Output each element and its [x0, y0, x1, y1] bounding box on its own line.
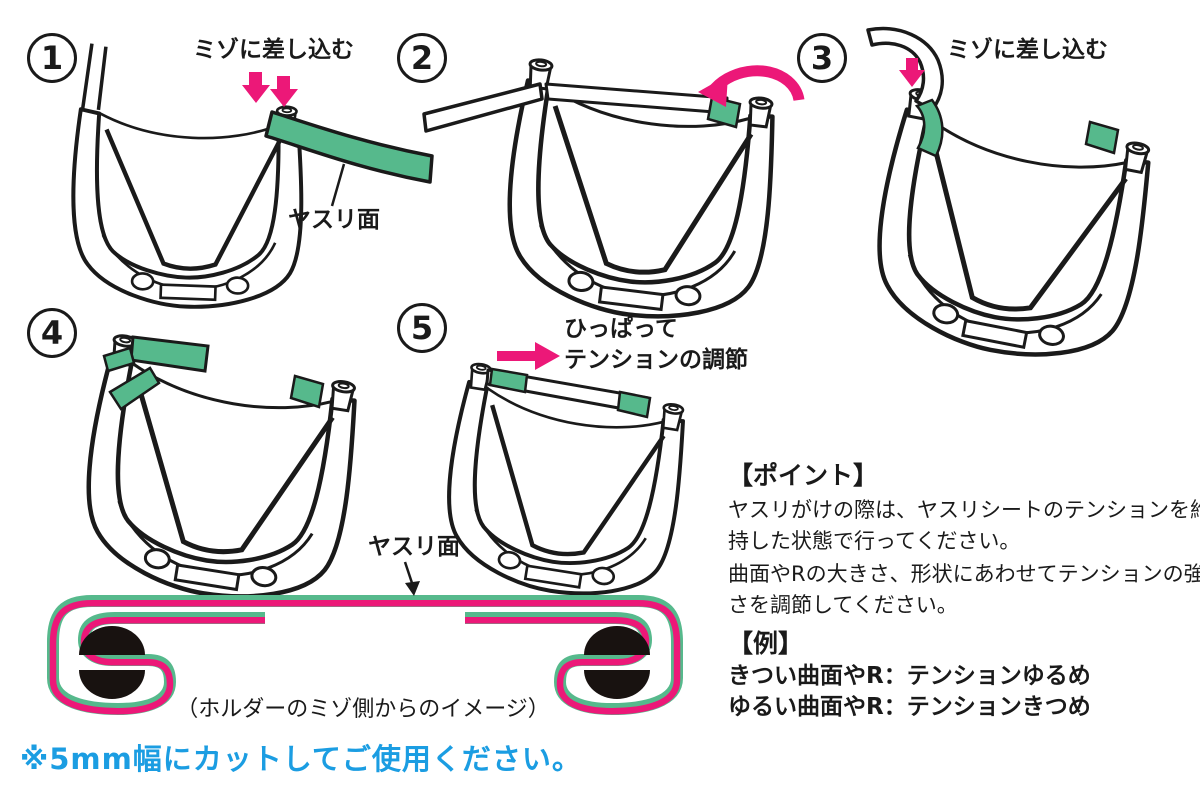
- step4-holder: [86, 334, 357, 599]
- holder-body: [877, 107, 1151, 357]
- holder-slot: [173, 563, 241, 592]
- step1-surface-label: ヤスリ面: [288, 207, 380, 233]
- holder-rim: [99, 112, 280, 140]
- holder-post: [1123, 141, 1151, 175]
- step1-insert-arrows-icon: [242, 72, 298, 107]
- holder-v-brace: [104, 128, 283, 271]
- step5-label-line2: テンションの調節: [564, 347, 748, 373]
- step-3-number: 3: [810, 39, 834, 77]
- holder-slot: [961, 318, 1029, 350]
- step2-rotate-arrow-icon: [698, 65, 805, 107]
- step3-holder: [877, 88, 1151, 357]
- step5-green-band-right: [616, 390, 652, 419]
- holder-post: [330, 380, 356, 413]
- step1-sanding-sheet: [264, 110, 434, 184]
- point-title: 【ポイント】: [728, 461, 879, 490]
- step3-illustration: [866, 26, 1151, 357]
- cross-section-posts: [79, 626, 650, 699]
- step4-green-wrap-right: [289, 374, 325, 409]
- holder-post: [661, 402, 685, 432]
- holder-post: [748, 96, 774, 129]
- example-line-1: きつい曲面やR：テンションゆるめ: [728, 663, 1091, 689]
- step-1-number: 1: [40, 39, 64, 77]
- step3-label: ミゾに差し込む: [947, 37, 1108, 63]
- step4-green-wrap-left: [108, 366, 161, 411]
- point-line-4: さを調節してください。: [728, 593, 958, 617]
- holder-slot: [597, 285, 665, 312]
- holder-slot: [523, 564, 583, 589]
- cross-section-caption: （ホルダーのミゾ側からのイメージ）: [176, 697, 550, 722]
- step3-green-band: [914, 98, 944, 158]
- step2-sheet-threaded: [544, 82, 729, 115]
- step1-label: ミゾに差し込む: [193, 37, 354, 63]
- holder-body: [86, 353, 357, 599]
- point-line-2: 持した状態で行ってください。: [728, 529, 1021, 553]
- holder-hole-left: [567, 270, 595, 293]
- cross-section-surface-label: ヤスリ面: [368, 534, 460, 560]
- step3-green-wrap: [1084, 120, 1120, 155]
- cross-section-sheet-abrasive: [49, 599, 681, 715]
- holder-hole-right: [225, 276, 250, 295]
- holder-v-brace: [490, 404, 666, 557]
- step5-label-line1: ひっぱって: [564, 316, 678, 342]
- holder-hole-right: [1038, 324, 1065, 346]
- holder-hole-left: [143, 548, 171, 570]
- example-title: 【例】: [728, 629, 804, 658]
- holder-arm-extension: [80, 43, 108, 111]
- step5-illustration: [447, 342, 685, 596]
- holder-body: [447, 379, 685, 596]
- step-3-badge: 3: [797, 33, 847, 83]
- step-2-number: 2: [410, 39, 434, 77]
- step5-pull-arrow-icon: [497, 342, 560, 370]
- step4-green-tab: [129, 335, 210, 373]
- holder-body: [507, 78, 775, 319]
- step-4-badge: 4: [27, 308, 77, 358]
- step-4-number: 4: [40, 314, 64, 352]
- step3-sheet-hook: [866, 26, 945, 112]
- step1-illustration: [71, 43, 434, 309]
- step1-leader-line: [330, 163, 346, 207]
- holder-hole-right: [250, 566, 278, 588]
- holder-slot: [159, 283, 217, 302]
- step2-sheet-end: [422, 82, 544, 133]
- point-line-3: 曲面やRの大きさ、形状にあわせてテンションの強: [728, 562, 1200, 586]
- step-5-number: 5: [410, 309, 434, 347]
- holder-hole-right: [674, 285, 702, 307]
- step3-insert-arrow-icon: [899, 58, 925, 87]
- step-1-badge: 1: [27, 33, 77, 83]
- holder-v-brace: [929, 136, 1128, 312]
- holder-hole-right: [591, 566, 616, 586]
- holder-post: [469, 362, 492, 392]
- cross-section-label-arrow: [403, 561, 420, 596]
- cross-section-diagram: [47, 561, 683, 716]
- holder-v-brace: [552, 105, 754, 275]
- holder-body: [71, 107, 304, 309]
- step-5-badge: 5: [397, 303, 447, 353]
- step2-green-wrap: [706, 95, 742, 129]
- holder-hole-left: [932, 303, 960, 325]
- holder-rim: [926, 116, 1128, 169]
- step4-illustration: [86, 334, 357, 599]
- step4-green-wrap-top: [102, 346, 136, 373]
- step5-green-band-left: [488, 367, 529, 394]
- step1-holder: [71, 43, 304, 309]
- step5-holder: [447, 362, 685, 596]
- holder-hole-left: [130, 272, 155, 291]
- step-2-badge: 2: [397, 33, 447, 83]
- point-line-1: ヤスリがけの際は、ヤスリシートのテンションを維: [728, 498, 1200, 522]
- holder-hole-left: [497, 550, 522, 570]
- step2-illustration: [422, 58, 805, 319]
- holder-rim: [486, 387, 665, 429]
- example-line-2: ゆるい曲面やR：テンションきつめ: [728, 694, 1091, 720]
- holder-v-brace: [135, 381, 335, 555]
- footnote: ※5mm幅にカットしてご使用ください。: [20, 742, 582, 776]
